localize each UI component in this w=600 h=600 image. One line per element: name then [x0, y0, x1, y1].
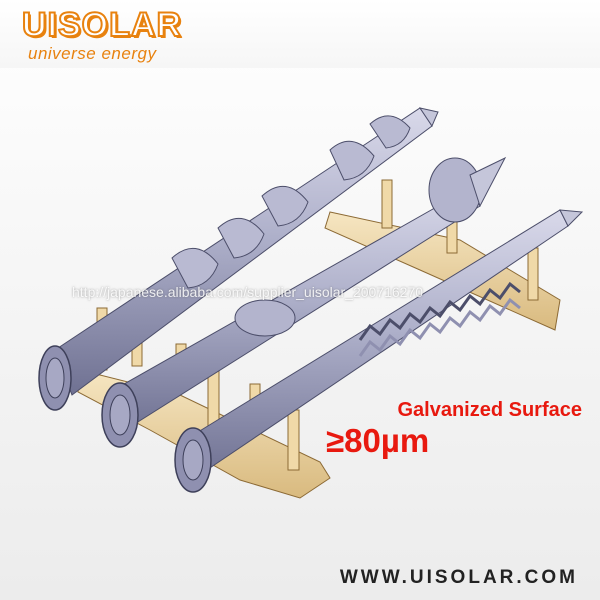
footer-website: WWW.UISOLAR.COM [339, 567, 578, 588]
ground-screw-flange [101, 156, 507, 448]
supplier-watermark: http://japanese.alibaba.com/supplier_uis… [72, 284, 424, 300]
ground-screw-large-helix [38, 107, 439, 411]
header-band [0, 0, 600, 68]
brand-logo: UISOLAR [21, 5, 182, 45]
ground-screw-threaded [174, 209, 584, 493]
brand-tagline: universe energy [28, 44, 157, 63]
caption-thickness: ≥80µm [326, 422, 430, 459]
caption-galvanized: Galvanized Surface [397, 399, 582, 421]
